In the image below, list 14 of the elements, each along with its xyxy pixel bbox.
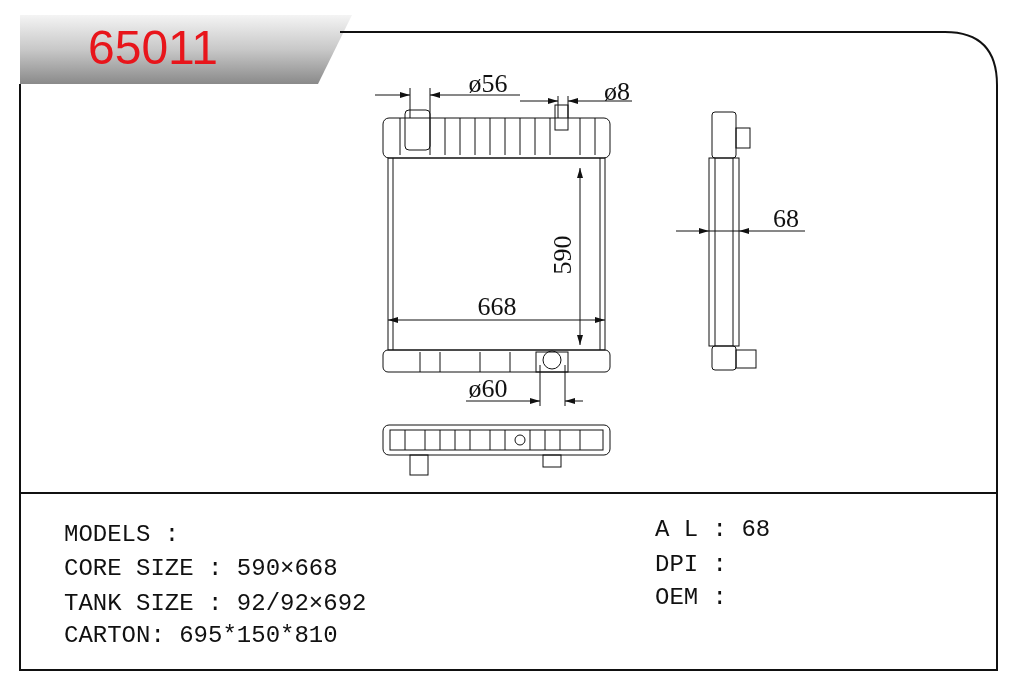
- dimension-label: ø56: [468, 70, 508, 98]
- spec-text: MODELS :: [64, 521, 180, 549]
- dimension-label: ø8: [604, 78, 630, 106]
- dimension-label: 68: [773, 205, 799, 233]
- part-number-title: 65011: [88, 20, 218, 76]
- spec-text: A L : 68: [655, 516, 771, 544]
- spec-text: CORE SIZE : 590×668: [64, 555, 338, 583]
- spec-text: CARTON: 695*150*810: [64, 622, 338, 650]
- spec-text: OEM :: [655, 584, 727, 612]
- dimension-label: 590: [549, 235, 577, 275]
- spec-text: DPI :: [655, 551, 727, 579]
- spec-text: TANK SIZE : 92/92×692: [64, 590, 367, 618]
- dimension-label: 668: [477, 293, 517, 321]
- dimension-label: ø60: [468, 375, 508, 403]
